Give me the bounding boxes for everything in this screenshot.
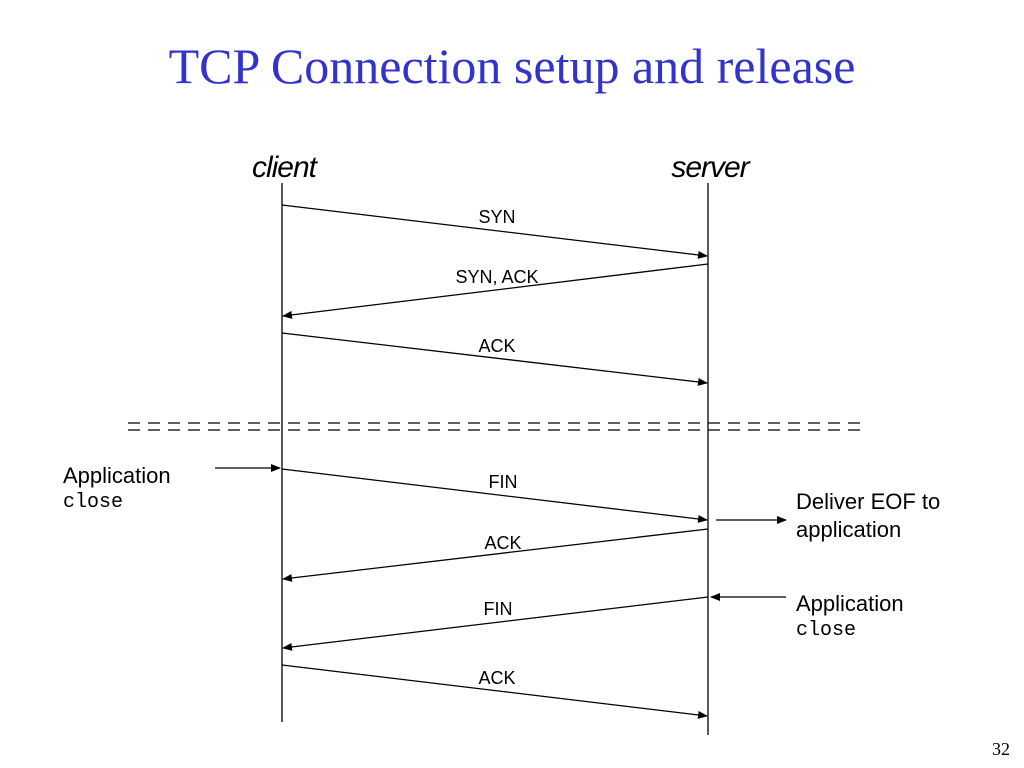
message-fin: FIN (282, 596, 709, 651)
server-lane-label: server (671, 151, 750, 184)
slide-title: TCP Connection setup and release (168, 38, 856, 94)
message-ack: ACK (281, 664, 708, 719)
message-label: ACK (478, 668, 515, 688)
message-label: ACK (484, 533, 521, 553)
note-line-2: application (796, 517, 902, 542)
message-label: SYN (478, 207, 515, 227)
message-syn: SYN (281, 204, 708, 259)
message-label: SYN, ACK (455, 267, 538, 287)
note-line-1: Deliver EOF to (796, 489, 941, 514)
message-ack: ACK (282, 528, 709, 582)
message-ack: ACK (281, 332, 708, 386)
server-close-note: Application close (796, 590, 904, 644)
message-label: ACK (478, 336, 515, 356)
note-code: close (796, 619, 857, 642)
note-code: close (63, 491, 124, 514)
note-text: Application (63, 463, 171, 488)
phase-separator (128, 422, 862, 431)
message-syn-ack: SYN, ACK (282, 263, 709, 319)
message-label: FIN (484, 599, 513, 619)
client-close-note: Application close (63, 462, 171, 516)
deliver-eof-note: Deliver EOF to application (796, 488, 940, 544)
page-number: 32 (992, 739, 1010, 759)
note-text: Application (796, 591, 904, 616)
message-fin: FIN (281, 468, 708, 523)
message-label: FIN (489, 472, 518, 492)
client-lane-label: client (252, 151, 319, 184)
